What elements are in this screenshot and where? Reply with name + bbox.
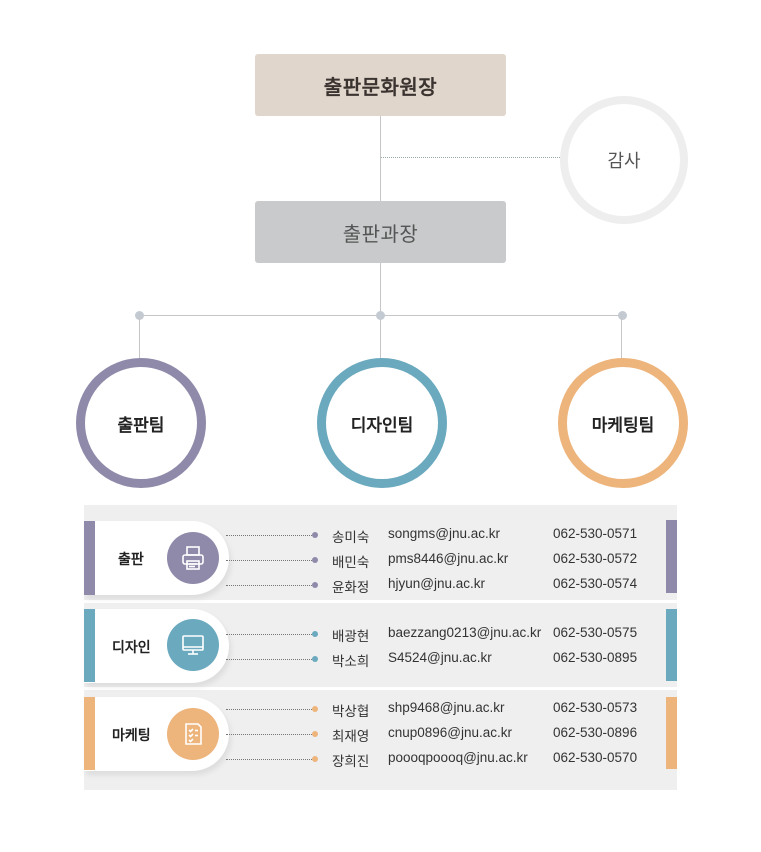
group-left-bar <box>84 521 95 595</box>
row-leader <box>226 759 314 760</box>
row-bullet <box>312 631 318 637</box>
group-accent-bar <box>666 697 677 769</box>
branch-drop <box>139 315 140 360</box>
member-phone: 062-530-0574 <box>553 576 638 591</box>
manager-box: 출판과장 <box>255 201 506 263</box>
director-box: 출판문화원장 <box>255 54 506 116</box>
member-email[interactable]: S4524@jnu.ac.kr <box>388 650 492 665</box>
printer-icon <box>167 532 219 584</box>
connector-auditor <box>381 157 560 158</box>
member-phone: 062-530-0572 <box>553 551 638 566</box>
team-circle-marketing: 마케팅팀 <box>558 358 688 488</box>
row-leader <box>226 634 314 635</box>
group-label: 출판 <box>118 551 144 567</box>
group-accent-bar <box>666 609 677 681</box>
row-bullet <box>312 582 318 588</box>
member-name: 최재영 <box>332 729 370 744</box>
row-leader <box>226 659 314 660</box>
group-left-bar <box>84 697 95 770</box>
row-leader <box>226 535 314 536</box>
checklist-icon <box>167 708 219 760</box>
row-bullet <box>312 731 318 737</box>
group-label: 디자인 <box>112 639 151 655</box>
member-phone: 062-530-0573 <box>553 700 638 715</box>
group-accent-bar <box>666 520 677 593</box>
auditor-circle: 감사 <box>560 96 688 224</box>
member-email[interactable]: baezzang0213@jnu.ac.kr <box>388 625 542 640</box>
member-email[interactable]: songms@jnu.ac.kr <box>388 526 500 541</box>
member-name: 윤화정 <box>332 580 370 595</box>
branch-drop <box>621 315 622 360</box>
team-label: 마케팅팀 <box>591 415 655 435</box>
group-label: 마케팅 <box>112 727 151 743</box>
branch-dot <box>376 311 385 320</box>
group-left-bar <box>84 609 95 682</box>
group-divider <box>84 600 677 603</box>
member-name: 송미숙 <box>332 530 370 545</box>
member-email[interactable]: shp9468@jnu.ac.kr <box>388 700 505 715</box>
team-circle-publishing: 출판팀 <box>76 358 206 488</box>
member-email[interactable]: hjyun@jnu.ac.kr <box>388 576 485 591</box>
monitor-icon <box>167 619 219 671</box>
team-label: 디자인팀 <box>350 415 414 435</box>
row-bullet <box>312 706 318 712</box>
member-name: 박상협 <box>332 704 370 719</box>
member-phone: 062-530-0571 <box>553 526 638 541</box>
member-name: 장희진 <box>332 754 370 769</box>
member-name: 배민숙 <box>332 555 370 570</box>
manager-label: 출판과장 <box>342 223 419 246</box>
member-phone: 062-530-0896 <box>553 725 638 740</box>
member-email[interactable]: pms8446@jnu.ac.kr <box>388 551 509 566</box>
member-phone: 062-530-0570 <box>553 750 638 765</box>
auditor-label: 감사 <box>607 151 641 171</box>
member-email[interactable]: cnup0896@jnu.ac.kr <box>388 725 513 740</box>
connector-director-manager <box>380 116 381 201</box>
member-phone: 062-530-0575 <box>553 625 638 640</box>
member-name: 박소희 <box>332 654 370 669</box>
row-bullet <box>312 656 318 662</box>
row-bullet <box>312 532 318 538</box>
row-bullet <box>312 557 318 563</box>
branch-dot <box>618 311 627 320</box>
team-circle-design: 디자인팀 <box>317 358 447 488</box>
director-label: 출판문화원장 <box>323 76 438 99</box>
row-leader <box>226 560 314 561</box>
row-leader <box>226 585 314 586</box>
member-email[interactable]: poooqpoooq@jnu.ac.kr <box>388 750 528 765</box>
row-leader <box>226 734 314 735</box>
group-divider <box>84 687 677 690</box>
row-bullet <box>312 756 318 762</box>
member-name: 배광현 <box>332 629 370 644</box>
member-phone: 062-530-0895 <box>553 650 638 665</box>
team-label: 출판팀 <box>117 415 165 435</box>
row-leader <box>226 709 314 710</box>
